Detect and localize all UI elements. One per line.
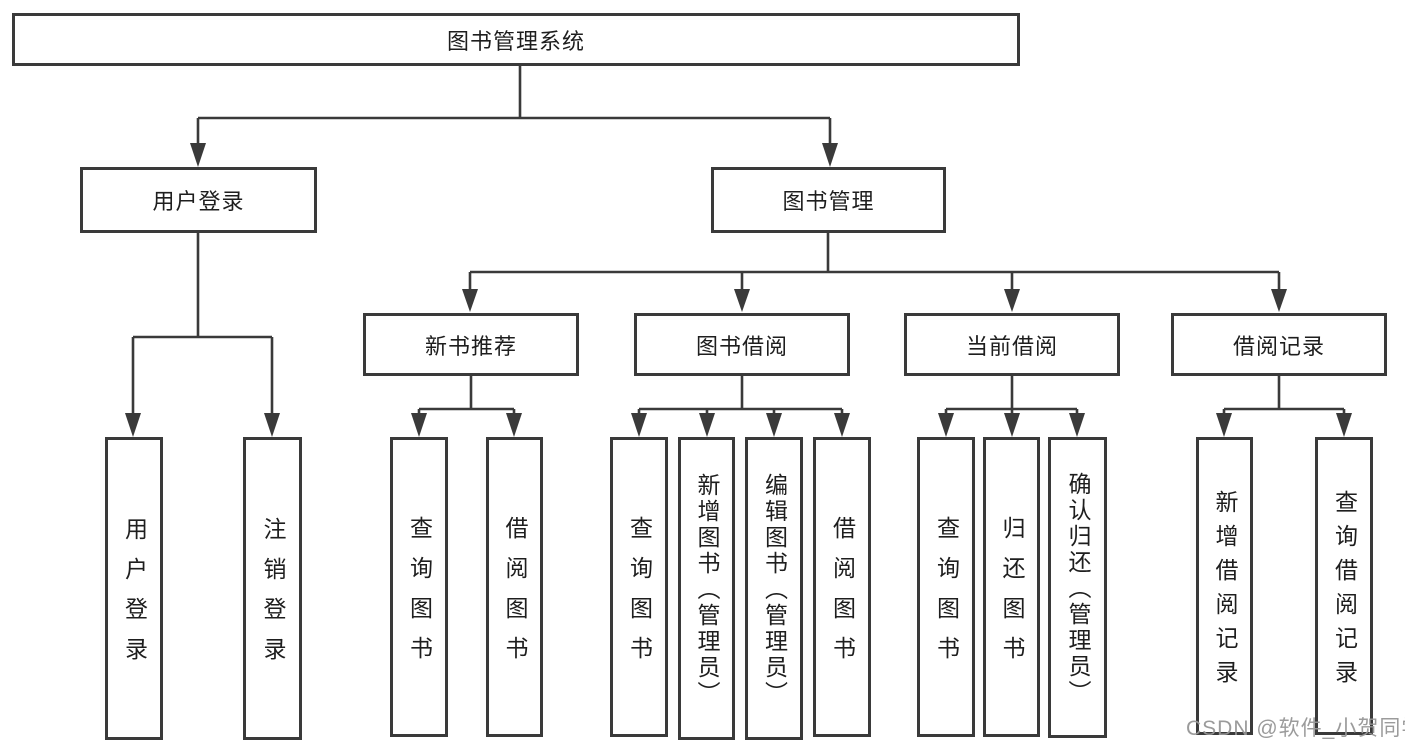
leaf-br-add-record-label: 新增借阅记录 (1212, 489, 1238, 694)
node-root-label: 图书管理系统 (446, 28, 585, 54)
node-user-login: 用户登录 (80, 167, 317, 233)
leaf-bb-add-books: 新增图书（管理员） (678, 437, 735, 740)
leaf-cb-query-books: 查询图书 (917, 437, 975, 737)
node-book-management: 图书管理 (711, 167, 946, 233)
leaf-rec-borrow-books: 借阅图书 (486, 437, 543, 737)
leaf-user-login: 用户登录 (105, 437, 163, 740)
node-borrowing-records: 借阅记录 (1171, 313, 1387, 376)
arrowheads (125, 143, 1352, 437)
node-new-book-recommend: 新书推荐 (363, 313, 579, 376)
leaf-bb-add-books-label: 新增图书（管理员） (694, 473, 720, 707)
node-borrowing-records-label: 借阅记录 (1232, 333, 1325, 359)
leaf-cb-return-books-label: 归还图书 (999, 515, 1025, 676)
node-book-borrowing-label: 图书借阅 (695, 333, 788, 359)
node-user-login-label: 用户登录 (152, 189, 245, 214)
leaf-br-query-record-label: 查询借阅记录 (1331, 489, 1358, 694)
leaf-bb-edit-books: 编辑图书（管理员） (745, 437, 803, 740)
leaf-bb-query-books-label: 查询图书 (626, 515, 653, 676)
leaf-bb-borrow-books: 借阅图书 (813, 437, 871, 737)
node-book-borrowing: 图书借阅 (634, 313, 850, 376)
leaf-rec-borrow-books-label: 借阅图书 (502, 515, 528, 676)
leaf-br-add-record: 新增借阅记录 (1196, 437, 1253, 735)
leaf-cb-confirm-return: 确认归还（管理员） (1048, 437, 1107, 738)
leaf-cb-confirm-return-label: 确认归还（管理员） (1065, 472, 1091, 706)
node-root: 图书管理系统 (12, 13, 1020, 66)
leaf-user-login-label: 用户登录 (121, 517, 148, 677)
leaf-bb-edit-books-label: 编辑图书（管理员） (761, 473, 788, 707)
node-book-management-label: 图书管理 (782, 189, 875, 214)
leaf-bb-borrow-books-label: 借阅图书 (829, 515, 856, 676)
leaf-logout: 注销登录 (243, 437, 302, 740)
leaf-bb-query-books: 查询图书 (610, 437, 668, 737)
leaf-rec-query-books: 查询图书 (390, 437, 448, 737)
node-current-borrowing: 当前借阅 (904, 313, 1120, 376)
leaf-logout-label: 注销登录 (260, 517, 286, 677)
node-current-borrowing-label: 当前借阅 (965, 333, 1058, 359)
csdn-watermark: CSDN @软件_小贺同学 (1186, 717, 1405, 740)
node-new-book-recommend-label: 新书推荐 (424, 333, 517, 359)
leaf-br-query-record: 查询借阅记录 (1315, 437, 1373, 735)
leaf-cb-return-books: 归还图书 (983, 437, 1040, 737)
leaf-rec-query-books-label: 查询图书 (406, 515, 433, 676)
leaf-cb-query-books-label: 查询图书 (933, 515, 960, 676)
